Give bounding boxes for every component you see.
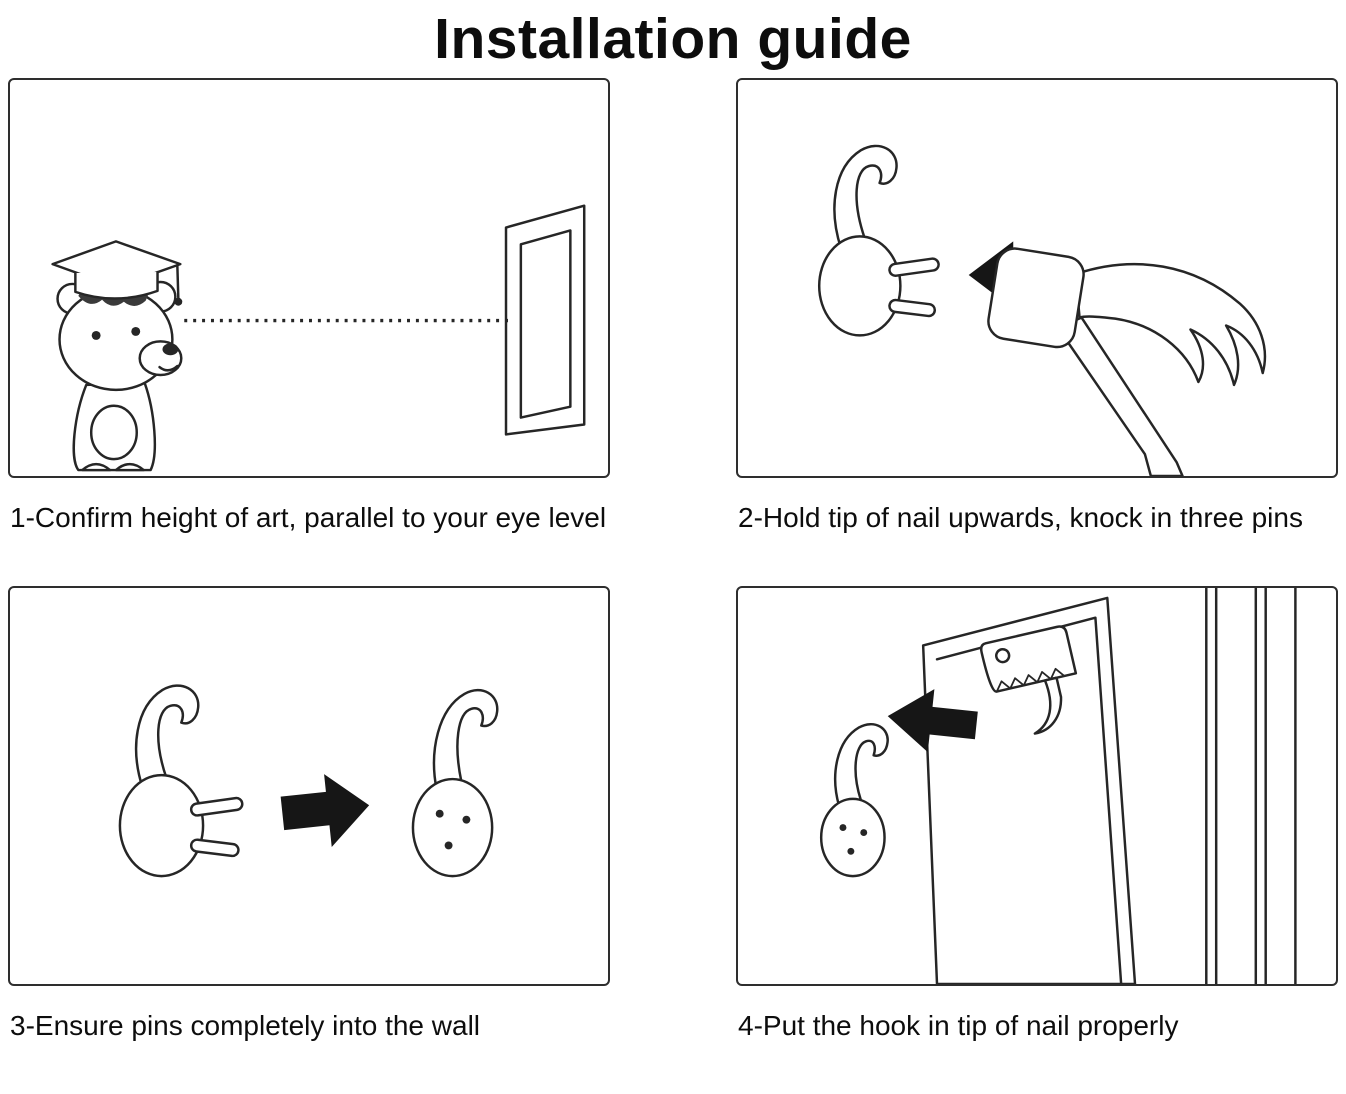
step-2: 2-Hold tip of nail upwards, knock in thr… bbox=[736, 78, 1338, 586]
sawtooth-hanger-icon bbox=[979, 625, 1078, 735]
picture-frame-icon bbox=[504, 204, 586, 436]
hammer-knock-pins-illustration bbox=[817, 144, 1267, 476]
step-4: 4-Put the hook in tip of nail properly bbox=[736, 586, 1338, 1094]
wall-hook-icon bbox=[817, 144, 940, 337]
wall-lines bbox=[1205, 588, 1297, 985]
step-2-caption: 2-Hold tip of nail upwards, knock in thr… bbox=[738, 502, 1303, 533]
steps-grid: 1-Confirm height of art, parallel to you… bbox=[0, 78, 1346, 1094]
step-1-caption: 1-Confirm height of art, parallel to you… bbox=[10, 502, 607, 533]
step-4-caption: 4-Put the hook in tip of nail properly bbox=[738, 1010, 1179, 1042]
hang-frame-on-hook-illustration bbox=[819, 588, 1297, 985]
step-3-panel bbox=[8, 586, 610, 987]
hook-pins-out-icon bbox=[118, 684, 244, 878]
bear-eye-level-illustration bbox=[51, 204, 586, 472]
step-3: 3-Ensure pins completely into the wall bbox=[8, 586, 610, 1094]
arrow-right-icon bbox=[280, 774, 370, 848]
step-2-panel bbox=[736, 78, 1338, 478]
arrow-left-icon bbox=[887, 689, 978, 753]
step-4-panel bbox=[736, 586, 1338, 987]
pins-into-wall-illustration bbox=[118, 684, 499, 878]
hook-pins-flush-icon bbox=[411, 689, 499, 878]
page-title: Installation guide bbox=[434, 7, 912, 71]
bear-icon bbox=[51, 240, 183, 472]
hammer-icon bbox=[987, 247, 1267, 476]
graduation-cap-icon bbox=[51, 240, 182, 300]
step-1: 1-Confirm height of art, parallel to you… bbox=[8, 78, 610, 586]
wall-hook-flush-icon bbox=[819, 723, 889, 878]
step-3-caption: 3-Ensure pins completely into the wall bbox=[10, 1010, 481, 1042]
step-1-panel bbox=[8, 78, 610, 478]
